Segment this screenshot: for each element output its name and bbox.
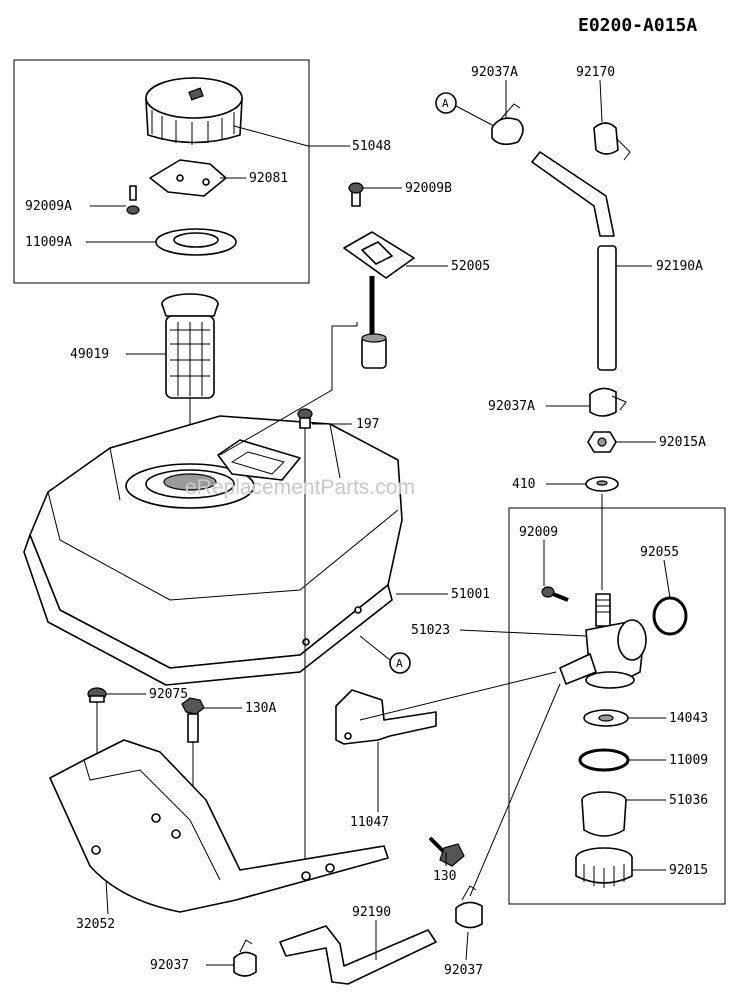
label-92037a-top: 92037A	[471, 65, 518, 80]
label-51048: 51048	[352, 139, 391, 154]
hose-clamp-mid[interactable]	[589, 387, 627, 417]
watermark: eReplacementParts.com	[185, 476, 415, 499]
label-92037a-mid: 92037A	[488, 399, 535, 414]
label-92170: 92170	[576, 65, 615, 80]
reference-marker-a-top: A	[435, 92, 495, 127]
o-ring[interactable]	[652, 596, 688, 636]
drain-plug[interactable]	[297, 408, 313, 429]
label-92009: 92009	[519, 525, 558, 540]
fuel-tank[interactable]	[23, 415, 403, 686]
label-11009a: 11009A	[25, 235, 72, 250]
label-92055: 92055	[640, 545, 679, 560]
label-11009: 11009	[669, 753, 708, 768]
label-130: 130	[433, 869, 456, 884]
bracket-bolt[interactable]	[428, 836, 465, 867]
fuel-cock-bracket[interactable]	[335, 671, 557, 745]
diagram-code: E0200-A015A	[578, 15, 697, 36]
label-92009b: 92009B	[405, 181, 452, 196]
label-92075: 92075	[149, 687, 188, 702]
fuel-hose-lower[interactable]	[279, 925, 437, 985]
hose-clamp-left[interactable]	[233, 939, 257, 977]
label-14043: 14043	[669, 711, 708, 726]
label-92037-left: 92037	[150, 958, 189, 973]
vent-plate[interactable]	[149, 159, 227, 197]
hose-clamp-top[interactable]	[491, 103, 524, 146]
fuel-cock-screw[interactable]	[541, 586, 569, 602]
fuel-gauge[interactable]	[343, 182, 415, 369]
label-49019: 49019	[70, 347, 109, 362]
fuel-strainer[interactable]	[161, 293, 219, 468]
label-51001: 51001	[451, 587, 490, 602]
bowl-gasket[interactable]	[578, 748, 630, 772]
label-92015: 92015	[669, 863, 708, 878]
label-11047: 11047	[350, 815, 389, 830]
fuel-cup[interactable]	[581, 791, 627, 837]
label-52005: 52005	[451, 259, 490, 274]
hose-clip[interactable]	[593, 122, 631, 161]
label-92009a: 92009A	[25, 199, 72, 214]
reference-marker-a-tank: A	[359, 635, 411, 674]
guide-line	[219, 322, 358, 456]
label-92190: 92190	[352, 905, 391, 920]
label-32052: 32052	[76, 917, 115, 932]
cap-screw[interactable]	[126, 185, 140, 215]
leader-lines	[86, 79, 671, 966]
cup-ring-nut[interactable]	[575, 847, 633, 888]
fuel-hose-upper[interactable]	[531, 151, 617, 371]
label-92190a: 92190A	[656, 259, 703, 274]
label-51023: 51023	[411, 623, 450, 638]
svg-text:A: A	[442, 97, 449, 110]
label-51036: 51036	[669, 793, 708, 808]
label-410: 410	[512, 477, 535, 492]
filter-screen[interactable]	[583, 709, 629, 727]
label-197: 197	[356, 417, 379, 432]
svg-text:A: A	[396, 657, 403, 670]
fuel-cock-assembly-box	[508, 507, 726, 905]
rubber-cap[interactable]	[87, 687, 107, 703]
label-92081: 92081	[249, 171, 288, 186]
guide-line	[469, 683, 561, 897]
label-92037-right: 92037	[444, 963, 483, 978]
label-130a: 130A	[245, 701, 276, 716]
fuel-cap[interactable]	[145, 77, 243, 145]
cap-assembly-box	[13, 59, 310, 284]
tank-guard[interactable]	[49, 739, 389, 913]
cap-gasket[interactable]	[155, 228, 237, 256]
nut[interactable]	[587, 431, 617, 453]
label-92015a: 92015A	[659, 435, 706, 450]
guard-bolt[interactable]	[181, 697, 205, 790]
hose-clamp-right[interactable]	[455, 885, 483, 929]
washer[interactable]	[585, 476, 619, 492]
fuel-cock[interactable]	[559, 593, 647, 689]
